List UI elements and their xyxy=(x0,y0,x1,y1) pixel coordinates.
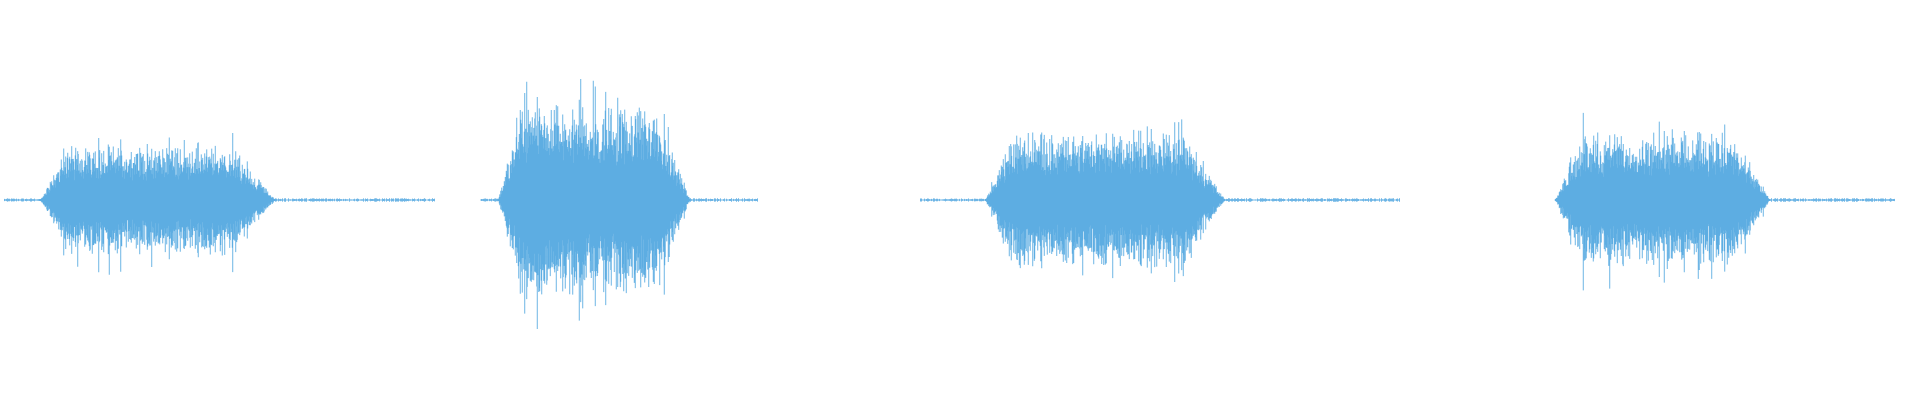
waveform-burst-4 xyxy=(1554,112,1895,291)
waveform-trace xyxy=(920,119,1400,282)
waveform-burst-2 xyxy=(480,78,758,330)
waveform-trace xyxy=(4,133,435,275)
waveform-burst-1 xyxy=(4,133,435,275)
waveform xyxy=(4,78,1895,330)
waveform-burst-3 xyxy=(920,119,1400,282)
waveform-trace xyxy=(480,78,758,330)
waveform-trace xyxy=(1554,112,1895,291)
